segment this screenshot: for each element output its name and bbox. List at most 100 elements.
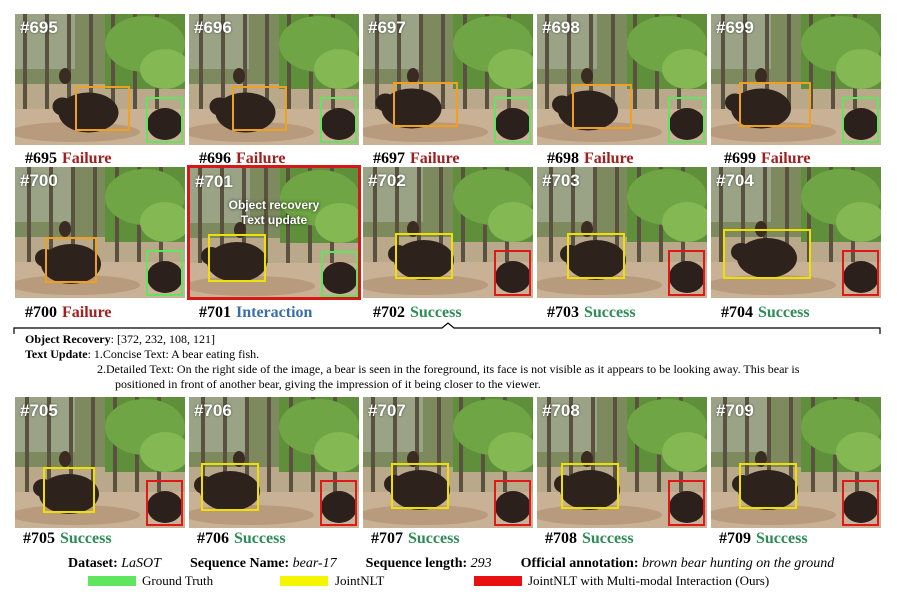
frame-695: #695: [15, 14, 185, 145]
frame-caption: #706 Success: [197, 530, 286, 548]
tracker-box: [561, 463, 619, 509]
caption-status: Success: [410, 304, 462, 321]
caption-number: #706: [197, 530, 229, 547]
caption-status: Failure: [761, 150, 811, 167]
gt-box: [146, 480, 183, 526]
tracker-box: [739, 82, 811, 127]
interaction-info: Object Recovery: [372, 232, 108, 121] Te…: [25, 332, 885, 392]
legend-label-jointnlt: JointNLT: [335, 573, 385, 588]
legend-swatch-jointnlt: [280, 576, 328, 586]
caption-number: #697: [373, 150, 405, 167]
tracker-box: [45, 237, 97, 283]
frame-number: #708: [542, 401, 580, 420]
scene-image: [189, 14, 359, 145]
caption-status: Interaction: [236, 304, 313, 321]
scene-image: [190, 168, 358, 297]
caption-status: Success: [234, 530, 286, 547]
recovery-line: Object Recovery: [372, 232, 108, 121]: [25, 332, 885, 347]
scene-image: [15, 14, 185, 145]
legend-swatch-ours: [474, 576, 522, 586]
seq-len-value: 293: [470, 556, 492, 571]
caption-number: #704: [721, 304, 753, 321]
frame-number: #701: [195, 172, 233, 191]
overlay-text: Object recovery: [228, 198, 320, 212]
gt-box: [494, 97, 531, 143]
scene-image: [15, 397, 185, 528]
recovery-label: Object Recovery: [25, 332, 111, 346]
frame-number: #703: [542, 171, 580, 190]
frame-number: #706: [194, 401, 232, 420]
frame-698: #698: [537, 14, 707, 145]
tracker-box: [232, 86, 287, 131]
frame-703: #703: [537, 167, 707, 298]
frame-caption: #704 Success: [721, 304, 810, 322]
tracker-box: [201, 463, 259, 511]
tracker-box: [75, 86, 130, 131]
tracker-box: [572, 84, 632, 129]
frame-696: #696: [189, 14, 359, 145]
caption-status: Success: [758, 304, 810, 321]
overlay-text: Text update: [240, 213, 308, 227]
scene-image: [15, 167, 185, 298]
legend-label-ours: JointNLT with Multi-modal Interaction (O…: [528, 573, 770, 588]
frame-700: #700: [15, 167, 185, 298]
caption-number: #696: [199, 150, 231, 167]
annotation-value: brown bear hunting on the ground: [642, 556, 835, 571]
caption-number: #698: [547, 150, 579, 167]
text-update-line: Text Update: 1.Concise Text: A bear eati…: [25, 347, 885, 362]
gt-box: [668, 480, 705, 526]
frame-number: #709: [716, 401, 754, 420]
seq-name-label: Sequence Name:: [189, 556, 290, 571]
frame-705: #705: [15, 397, 185, 528]
tracker-box: [739, 463, 797, 509]
scene-image: [189, 397, 359, 528]
frame-number: #696: [194, 18, 232, 37]
caption-status: Success: [584, 304, 636, 321]
caption-number: #695: [25, 150, 57, 167]
caption-status: Failure: [584, 150, 634, 167]
gt-box: [842, 97, 879, 143]
tracker-box: [395, 233, 453, 279]
seq-len-label: Sequence length:: [365, 556, 468, 571]
gt-box: [842, 250, 879, 296]
frame-number: #700: [20, 171, 58, 190]
scene-image: [537, 397, 707, 528]
legend-label-ground-truth: Ground Truth: [142, 573, 214, 588]
caption-status: Success: [756, 530, 808, 547]
gt-box: [146, 250, 183, 296]
caption-number: #708: [545, 530, 577, 547]
detailed-text-1: 2.Detailed Text: On the right side of th…: [97, 362, 800, 376]
gt-box: [842, 480, 879, 526]
scene-image: [711, 14, 881, 145]
tracker-box: [391, 463, 449, 509]
caption-status: Failure: [410, 150, 460, 167]
concise-text: : 1.Concise Text: A bear eating fish.: [87, 347, 260, 361]
gt-box: [320, 480, 357, 526]
frame-number: #705: [20, 401, 58, 420]
frame-caption: #703 Success: [547, 304, 636, 322]
frame-697: #697: [363, 14, 533, 145]
frame-704: #704: [711, 167, 881, 298]
caption-number: #700: [25, 304, 57, 321]
caption-number: #705: [23, 530, 55, 547]
tracker-box: [723, 229, 811, 279]
caption-status: Success: [582, 530, 634, 547]
gt-box: [668, 97, 705, 143]
scene-image: [537, 167, 707, 298]
tracker-box: [43, 467, 95, 513]
tracker-box: [393, 82, 458, 127]
frame-699: #699: [711, 14, 881, 145]
gt-box: [146, 97, 183, 143]
frame-706: #706: [189, 397, 359, 528]
frame-number: #695: [20, 18, 58, 37]
tracker-box: [567, 233, 625, 279]
gt-box: [668, 250, 705, 296]
frame-number: #702: [368, 171, 406, 190]
caption-number: #703: [547, 304, 579, 321]
